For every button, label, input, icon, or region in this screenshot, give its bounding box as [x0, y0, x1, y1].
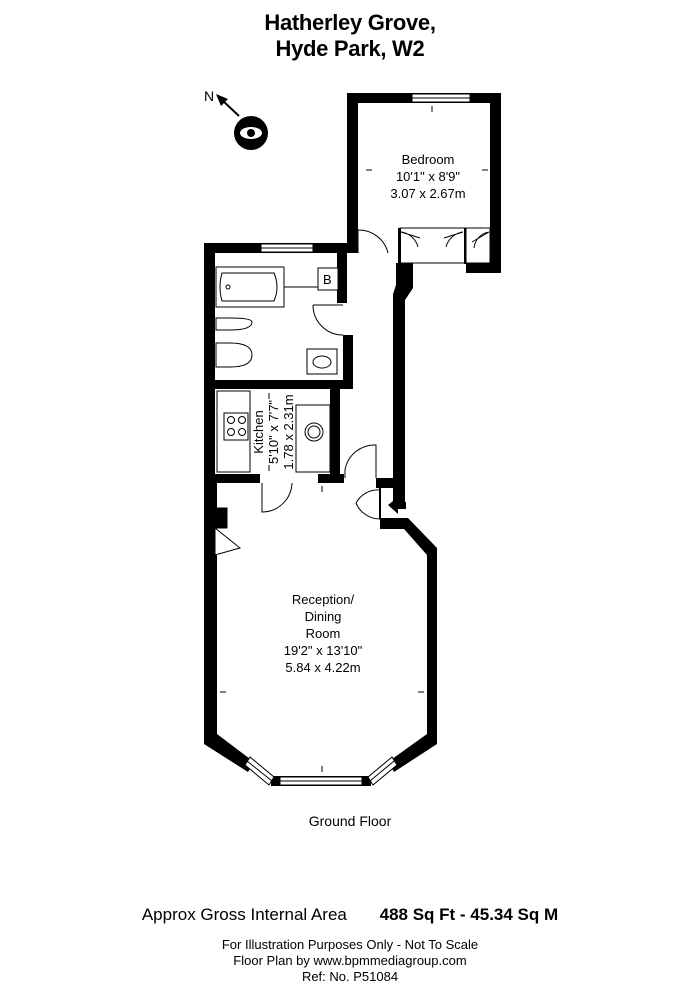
reception-name-3: Room	[306, 626, 341, 641]
boiler-label: B	[323, 272, 332, 287]
hob-icon	[223, 412, 249, 441]
bathtub-basin	[219, 272, 278, 302]
title-line-1: Hatherley Grove,	[264, 10, 436, 35]
north-letter: N	[204, 88, 214, 104]
sink-icon	[312, 355, 332, 369]
bidet-icon	[215, 342, 253, 368]
disclaimer: For Illustration Purposes Only - Not To …	[221, 937, 479, 952]
kitchen-counter-right	[295, 404, 331, 473]
washer-icon	[304, 422, 324, 442]
kitchen-dim-imperial: 5'10" x 7'7"	[266, 400, 281, 464]
area-label: Approx Gross Internal Area	[141, 905, 347, 924]
reception-name-1: Reception/	[292, 592, 355, 607]
bedroom-dim-metric: 3.07 x 2.67m	[390, 186, 465, 201]
kitchen-bottom-wall-right	[318, 474, 344, 483]
kitchen-dim-metric: 1.78 x 2.31m	[281, 394, 296, 469]
kitchen-door-swing	[261, 482, 293, 513]
floor-label: Ground Floor	[308, 813, 392, 829]
bay-left-wall-upper	[204, 734, 254, 772]
title-line-2: Hyde Park, W2	[275, 36, 425, 61]
bedroom-bottom-right-wall	[466, 263, 501, 273]
credit-line: Floor Plan by www.bpmmediagroup.com	[233, 953, 467, 968]
kitchen-counter-left	[216, 390, 251, 473]
kitchen-label-group: Kitchen 5'10" x 7'7" 1.78 x 2.31m	[251, 394, 296, 469]
room-labels: Bedroom 10'1" x 8'9" 3.07 x 2.67m Kitche…	[251, 152, 466, 675]
hall-door-stub	[376, 478, 404, 488]
entrance	[344, 444, 381, 520]
north-arrow-icon	[216, 94, 228, 106]
property-title: Hatherley Grove, Hyde Park, W2	[0, 10, 700, 62]
sink-cabinet	[306, 348, 338, 375]
bath-right-wall-upper	[337, 253, 347, 303]
reception-right-wall	[380, 518, 437, 742]
bedroom-dim-imperial: 10'1" x 8'9"	[396, 169, 460, 184]
wardrobe-door-3	[471, 231, 490, 249]
entrance-arrow-icon	[388, 497, 406, 514]
bath-kitchen-divider	[204, 380, 353, 389]
kitchen-bottom-wall-left	[204, 474, 260, 483]
toilet-icon	[215, 317, 253, 331]
bathroom-fixtures	[215, 266, 344, 375]
bedroom-name: Bedroom	[402, 152, 455, 167]
kitchen-fixtures	[216, 390, 331, 513]
eye-pupil	[247, 129, 255, 137]
bedroom-left-wall	[347, 93, 358, 253]
hallway-right-wall	[393, 263, 413, 506]
wardrobe-door-1	[400, 231, 421, 248]
bedroom-door-swing	[357, 229, 389, 254]
kitchen-right-wall	[330, 389, 340, 477]
bedroom-right-wall	[490, 93, 501, 273]
reception-cupboard	[212, 507, 242, 556]
reception-name-2: Dining	[305, 609, 342, 624]
windows	[244, 93, 471, 786]
north-arrow-line	[221, 99, 240, 117]
reference-number: Ref: No. P51084	[301, 969, 399, 984]
dimension-ticks	[220, 106, 488, 772]
wardrobe-unit	[399, 227, 467, 264]
boiler-box	[317, 267, 339, 291]
wardrobe-door-2	[443, 231, 464, 248]
reception-dim-imperial: 19'2" x 13'10"	[284, 643, 363, 658]
reception-left-wall	[204, 483, 217, 743]
front-door-swing	[355, 489, 381, 520]
bathroom-door-swing	[312, 304, 344, 336]
bay-right-wall-upper	[388, 734, 437, 772]
bath-right-wall-lower	[343, 335, 353, 387]
wardrobe	[398, 227, 491, 264]
kitchen-name: Kitchen	[251, 410, 266, 453]
area-value: 488 Sq Ft - 45.34 Sq M	[379, 905, 559, 924]
cupboard-door	[214, 526, 242, 556]
area-summary: Approx Gross Internal Area 488 Sq Ft - 4…	[0, 905, 700, 925]
compass: N	[204, 88, 268, 150]
hallway-door-swing	[344, 444, 377, 478]
reception-dim-metric: 5.84 x 4.22m	[285, 660, 360, 675]
left-wall-upper	[204, 243, 215, 543]
